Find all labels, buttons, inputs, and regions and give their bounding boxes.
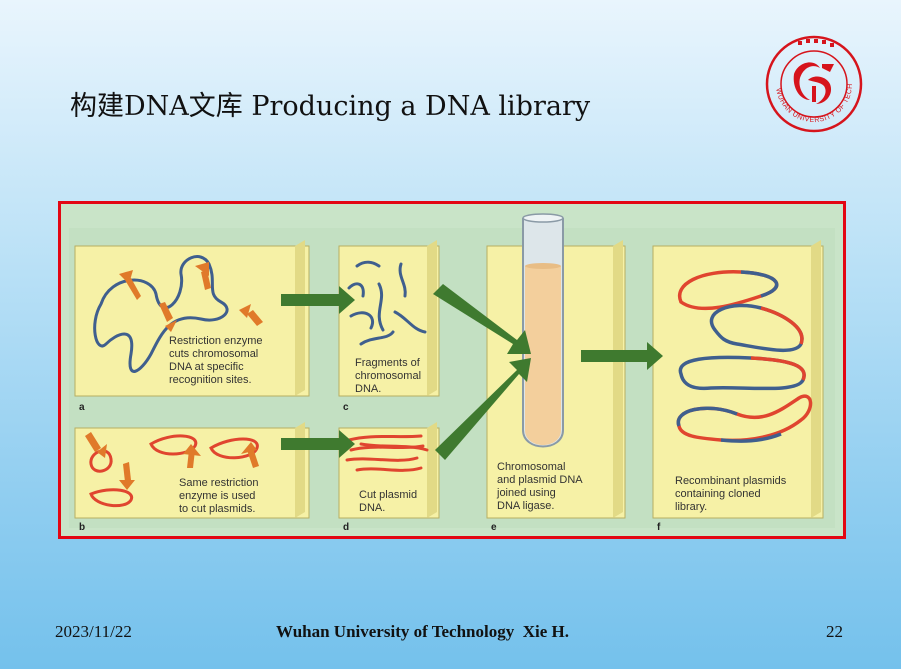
panel-letter-d: d bbox=[343, 522, 349, 533]
slide-title: 构建DNA文库 Producing a DNA library bbox=[70, 91, 591, 122]
seal-text: WUHAN UNIVERSITY OF TECHNOLOGY bbox=[761, 29, 854, 124]
svg-text:WUHAN UNIVERSITY OF TECHNOLOGY: WUHAN UNIVERSITY OF TECHNOLOGY bbox=[764, 34, 854, 124]
footer-date: 2023/11/22 bbox=[55, 622, 132, 641]
university-logo: WUHAN UNIVERSITY OF TECHNOLOGY bbox=[761, 29, 864, 134]
arrow-e-to-f bbox=[581, 342, 663, 370]
panel-letter-c: c bbox=[343, 402, 349, 413]
panel-b-caption: Same restriction enzyme is used to cut p… bbox=[179, 477, 262, 515]
arrow-d-to-e bbox=[435, 358, 531, 460]
university-seal-icon: WUHAN UNIVERSITY OF TECHNOLOGY bbox=[761, 29, 863, 133]
panel-d-caption: Cut plasmid DNA. bbox=[359, 489, 420, 514]
panel-a-caption: Restriction enzyme cuts chromosomal DNA … bbox=[169, 335, 266, 386]
arrow-c-to-e bbox=[433, 284, 531, 354]
page-number: 22 bbox=[826, 622, 843, 641]
panel-a bbox=[74, 240, 310, 397]
dna-library-figure: Restriction enzyme cuts chromosomal DNA … bbox=[58, 201, 846, 539]
panel-letter-e: e bbox=[491, 522, 497, 533]
panel-letter-a: a bbox=[79, 402, 85, 413]
panel-b bbox=[74, 422, 310, 519]
panel-c-caption: Fragments of chromosomal DNA. bbox=[355, 357, 424, 395]
panel-c bbox=[338, 240, 440, 397]
panel-letter-f: f bbox=[657, 522, 661, 533]
panel-f-caption: Recombinant plasmids containing cloned l… bbox=[675, 475, 789, 513]
arrow-a-to-c bbox=[281, 286, 355, 314]
panel-f bbox=[652, 240, 824, 519]
panel-d bbox=[338, 422, 440, 519]
footer-author: Wuhan University of Technology Xie H. bbox=[276, 622, 569, 641]
panel-letter-b: b bbox=[79, 522, 85, 533]
dna-library-diagram: Restriction enzyme cuts chromosomal DNA … bbox=[61, 204, 843, 536]
flow-arrows bbox=[281, 284, 663, 460]
arrow-b-to-d bbox=[281, 430, 355, 458]
panel-e-caption: Chromosomal and plasmid DNA joined using… bbox=[496, 461, 585, 512]
